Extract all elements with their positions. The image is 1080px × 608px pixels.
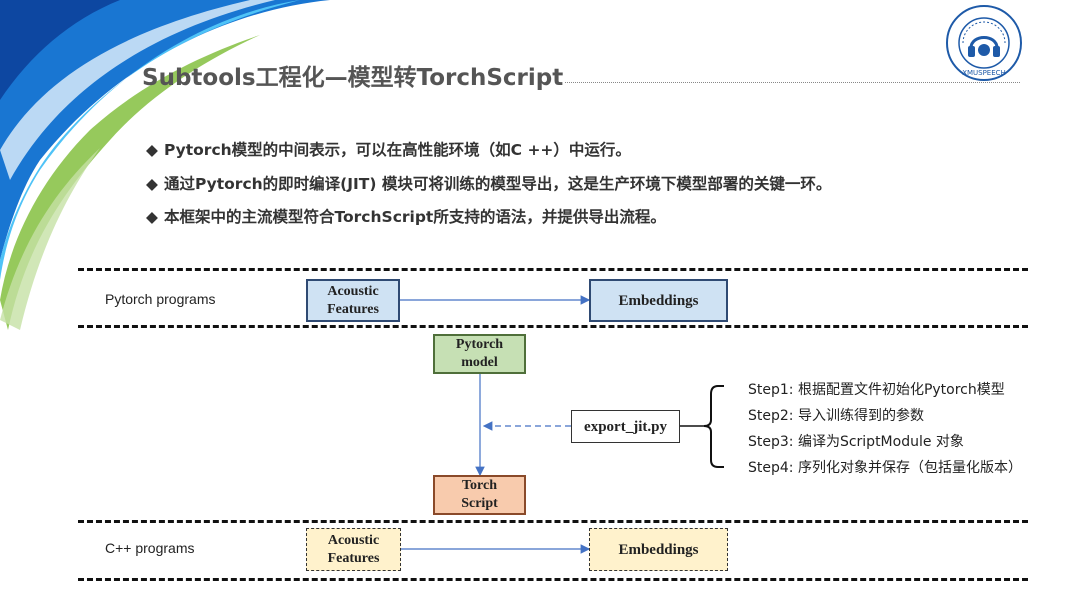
background-swoosh — [0, 0, 330, 330]
step-2: Step2: 导入训练得到的参数 — [748, 408, 924, 424]
diamond-bullet-icon: ◆ — [146, 208, 158, 226]
bullet-text: 本框架中的主流模型符合TorchScript所支持的语法，并提供导出流程。 — [164, 208, 666, 226]
separator-top — [78, 268, 1028, 271]
label-pytorch-programs: Pytorch programs — [105, 291, 216, 307]
box-text-line: Acoustic — [327, 532, 380, 548]
box-text-line: Features — [327, 301, 379, 317]
box-text-line: export_jit.py — [584, 418, 667, 435]
bullet-1: ◆ Pytorch模型的中间表示，可以在高性能环境（如C ++）中运行。 — [146, 138, 631, 160]
logo-ring-text: XMUSPEECH — [962, 69, 1006, 77]
export-jit-box: export_jit.py — [571, 410, 680, 443]
diamond-bullet-icon: ◆ — [146, 175, 158, 193]
box-text-line: Pytorch — [455, 337, 504, 352]
bullet-3: ◆ 本框架中的主流模型符合TorchScript所支持的语法，并提供导出流程。 — [146, 205, 666, 227]
box-text-line: model — [461, 355, 498, 370]
xmuspeech-logo-icon: XMUSPEECH — [946, 5, 1022, 81]
step-1: Step1: 根据配置文件初始化Pytorch模型 — [748, 382, 1005, 398]
bullet-text: Pytorch模型的中间表示，可以在高性能环境（如C ++）中运行。 — [164, 141, 631, 159]
pytorch-model-box: Pytorch model — [433, 334, 526, 374]
box-text-line: Embeddings — [618, 292, 699, 309]
step-3: Step3: 编译为ScriptModule 对象 — [748, 434, 964, 450]
slide-title: Subtools工程化—模型转TorchScript — [142, 65, 564, 91]
box-text-line: Acoustic — [327, 283, 379, 299]
box-text-line: Script — [461, 496, 498, 511]
bullet-2: ◆ 通过Pytorch的即时编译(JIT) 模块可将训练的模型导出，这是生产环境下… — [146, 172, 831, 194]
steps-brace-icon — [703, 385, 724, 468]
box-text-line: Features — [327, 550, 380, 566]
box-text-line: Torch — [461, 478, 497, 493]
bullet-text: 通过Pytorch的即时编译(JIT) 模块可将训练的模型导出，这是生产环境下模… — [164, 175, 832, 193]
title-underline — [565, 82, 1020, 83]
step-4: Step4: 序列化对象并保存（包括量化版本） — [748, 460, 1022, 476]
separator-lower-middle — [78, 520, 1028, 523]
label-cpp-programs: C++ programs — [105, 540, 195, 556]
diamond-bullet-icon: ◆ — [146, 141, 158, 159]
box-text-line: Embeddings — [618, 541, 699, 558]
embeddings-box-cpp: Embeddings — [589, 528, 728, 571]
separator-bottom — [78, 578, 1028, 581]
embeddings-box-pytorch: Embeddings — [589, 279, 728, 322]
separator-upper-middle — [78, 325, 1028, 328]
